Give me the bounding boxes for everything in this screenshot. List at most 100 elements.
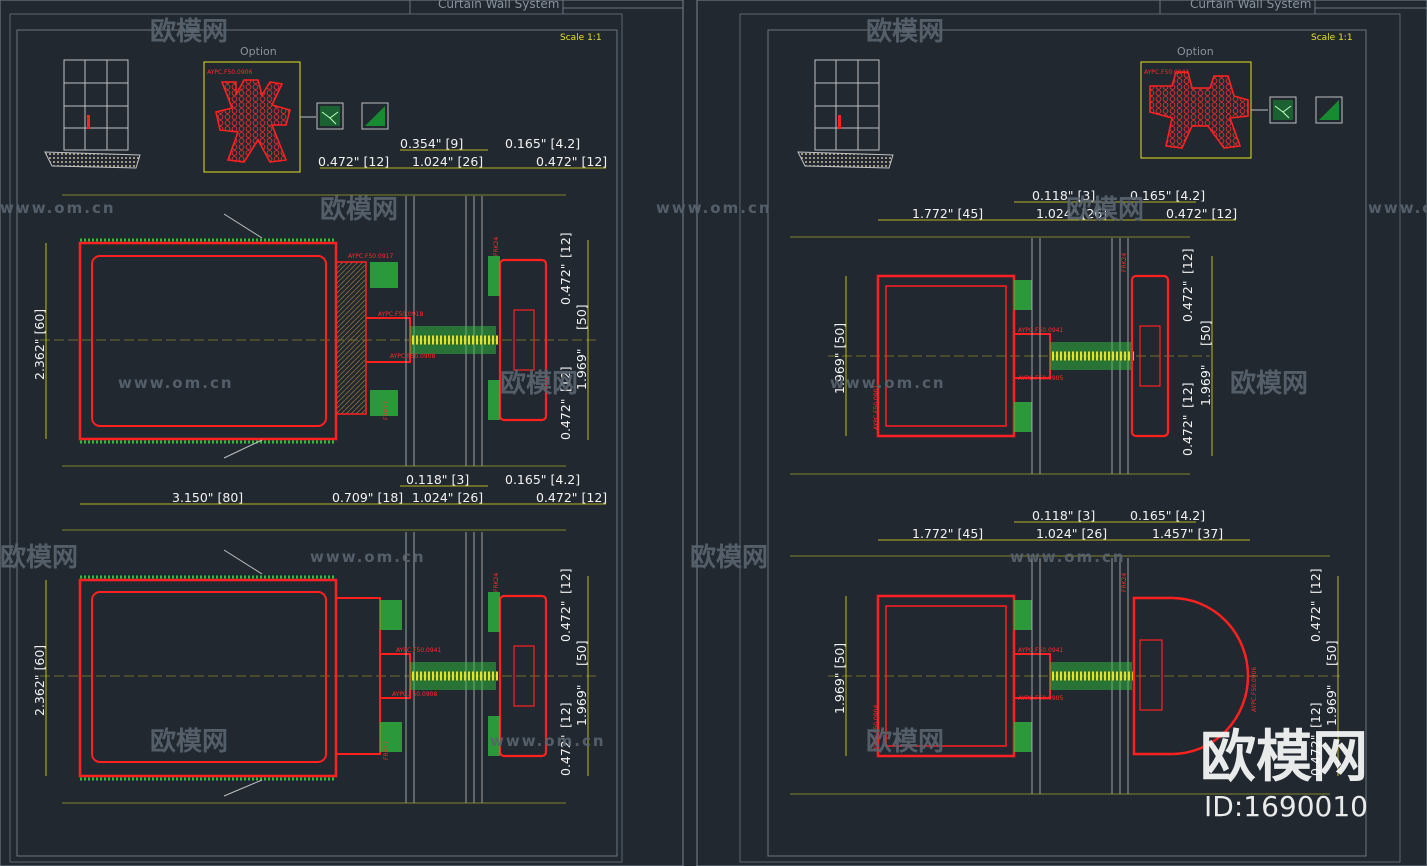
watermark-id: ID:1690010 — [1204, 790, 1368, 823]
scale-label: Scale 1:1 — [560, 33, 602, 43]
mullion-profile[interactable] — [876, 274, 1016, 438]
part-label: FRK17 — [383, 741, 390, 760]
watermark-url: www.om.cn — [310, 548, 426, 566]
dim-top-2: 1.772" [45] — [912, 526, 983, 541]
dim-right-2: [50] — [574, 640, 589, 666]
mullion-profile[interactable] — [876, 594, 1016, 758]
dim-top-0: 0.354" [9] — [400, 136, 463, 151]
dim-top-1: 0.165" [4.2] — [1130, 188, 1205, 203]
dim-right-2: [50] — [1324, 640, 1339, 666]
dim-left: 2.362" [60] — [32, 309, 47, 380]
dim-right-5: 0.472" — [1180, 414, 1195, 456]
part-label: AYPC.F50.0918 — [378, 311, 423, 318]
dim-left: 2.362" [60] — [32, 645, 47, 716]
part-label: AYPC.F50.0901 — [873, 385, 880, 430]
dim-right-0: [12] — [558, 568, 573, 594]
dim-top-3: 0.709" [18] — [332, 490, 403, 505]
detail-right-bottom[interactable]: 1.969" [50] 0.118" [3] 0.165" [4.2] 1.77… — [790, 508, 1340, 795]
dim-right-3: 1.969" — [574, 348, 589, 390]
watermark-brand: 欧模网 — [0, 542, 78, 573]
watermark-brand: 欧模网 — [1066, 194, 1144, 225]
watermark-brand: 欧模网 — [150, 16, 228, 47]
part-label: AYPC.F50.0908 — [390, 353, 435, 360]
option-box-right[interactable]: AYPC.F50.0941 — [1140, 61, 1343, 159]
watermark-url: www.om.cn — [118, 374, 234, 392]
part-label: AYPC.F50.0941 — [396, 647, 441, 654]
dim-right-4: [12] — [558, 702, 573, 728]
dim-right-4: [12] — [1308, 702, 1323, 728]
part-label: FRK24 — [493, 237, 500, 256]
dim-top-2: 1.772" [45] — [912, 206, 983, 221]
option-box-left[interactable]: AYPC.F50.0906 — [203, 61, 389, 173]
dim-right-2: [50] — [574, 304, 589, 330]
watermark-brand-large: 欧模网 — [1200, 725, 1368, 790]
sheet-frame-right — [696, 0, 1427, 866]
dim-right-0: [12] — [1308, 568, 1323, 594]
dim-top-3: 1.024" [26] — [412, 154, 483, 169]
watermark-brand: 欧模网 — [1230, 368, 1308, 399]
dim-top-1: 0.165" [4.2] — [505, 472, 580, 487]
sheet-title: Curtain Wall System — [1190, 0, 1311, 11]
scale-label: Scale 1:1 — [1311, 33, 1353, 43]
watermark-brand: 欧模网 — [866, 726, 944, 757]
dim-top-0: 0.118" [3] — [1032, 508, 1095, 523]
dim-top-2: 0.472" [12] — [318, 154, 389, 169]
option-slope-icon[interactable] — [361, 102, 389, 130]
sheet-frame-left — [0, 0, 684, 866]
part-label: FRK24 — [1121, 573, 1128, 592]
sheet-title: Curtain Wall System — [438, 0, 559, 11]
dim-left: 1.969" [50] — [832, 323, 847, 394]
watermark-brand: 欧模网 — [150, 726, 228, 757]
dim-top-4: 0.472" [12] — [1166, 206, 1237, 221]
dim-top-2: 3.150" [80] — [172, 490, 243, 505]
dim-left: 1.969" [50] — [832, 643, 847, 714]
dim-right-3: 1.969" — [574, 684, 589, 726]
detail-left-top[interactable]: 2.362" [60] 0.354" [9] 0.165" [4.2] 0.47… — [32, 136, 607, 467]
watermark-brand: 欧模网 — [320, 194, 398, 225]
dim-top-4: 1.024" [26] — [412, 490, 483, 505]
part-label: AYPC.F50.0917 — [348, 253, 393, 260]
dim-right-4: [12] — [1180, 382, 1195, 408]
watermark-url: www.om.cn — [0, 199, 116, 217]
dim-top-3: 1.024" [26] — [1036, 526, 1107, 541]
dim-right-0: [12] — [558, 232, 573, 258]
title-block-left: Curtain Wall System Scale 1:1 Option — [240, 0, 683, 58]
dim-right-4: [12] — [558, 366, 573, 392]
dim-right-0: [12] — [1180, 248, 1195, 274]
watermark-brand: 欧模网 — [500, 368, 578, 399]
detail-right-top[interactable]: 1.969" [50] 0.118" [3] 0.165" [4.2] 1.77… — [790, 188, 1237, 475]
option-fill-icon[interactable] — [1269, 96, 1297, 124]
detail-left-bottom[interactable]: 2.362" [60] 0.118" [3] 0.165" [4.2] 3.15… — [32, 472, 607, 804]
option-label: Option — [1177, 45, 1214, 58]
dim-right-5: 0.472" — [558, 734, 573, 776]
option-slope-icon[interactable] — [1315, 96, 1343, 124]
watermark-url: www.om.cn — [656, 199, 772, 217]
dim-right-1: 0.472" — [558, 600, 573, 642]
part-label: AYPC.F50.0906 — [1251, 667, 1258, 712]
key-plan-right — [797, 59, 894, 169]
watermark-url: www.om.cn — [1010, 548, 1126, 566]
dim-right-3: 1.969" — [1198, 364, 1213, 406]
part-label: AYPC.F50.0941 — [1018, 327, 1063, 334]
mullion-profile[interactable] — [78, 241, 338, 441]
option-fill-icon[interactable] — [316, 102, 344, 130]
dim-top-3: 1.024" [26] — [1036, 206, 1107, 221]
dim-right-1: 0.472" — [1180, 280, 1195, 322]
watermark-url: www.om.cn — [490, 732, 606, 750]
option-label: Option — [240, 45, 277, 58]
part-label: FRK24 — [1121, 253, 1128, 272]
key-plan-left — [44, 59, 141, 169]
option-tag: AYPC.F50.0906 — [207, 69, 252, 76]
dim-top-4: 0.472" [12] — [536, 154, 607, 169]
dim-top-5: 0.472" [12] — [536, 490, 607, 505]
part-label: AYPC.F50.0905 — [1018, 695, 1063, 702]
round-cap-profile[interactable] — [1132, 596, 1250, 756]
dim-right-1: 0.472" — [1308, 600, 1323, 642]
part-label: AYPC.F50.0904 — [873, 705, 880, 750]
option-tag: AYPC.F50.0941 — [1144, 69, 1189, 76]
dim-top-1: 0.165" [4.2] — [1130, 508, 1205, 523]
part-label: FRK24 — [493, 573, 500, 592]
part-label: FRK17 — [383, 401, 390, 420]
dim-top-0: 0.118" [3] — [406, 472, 469, 487]
